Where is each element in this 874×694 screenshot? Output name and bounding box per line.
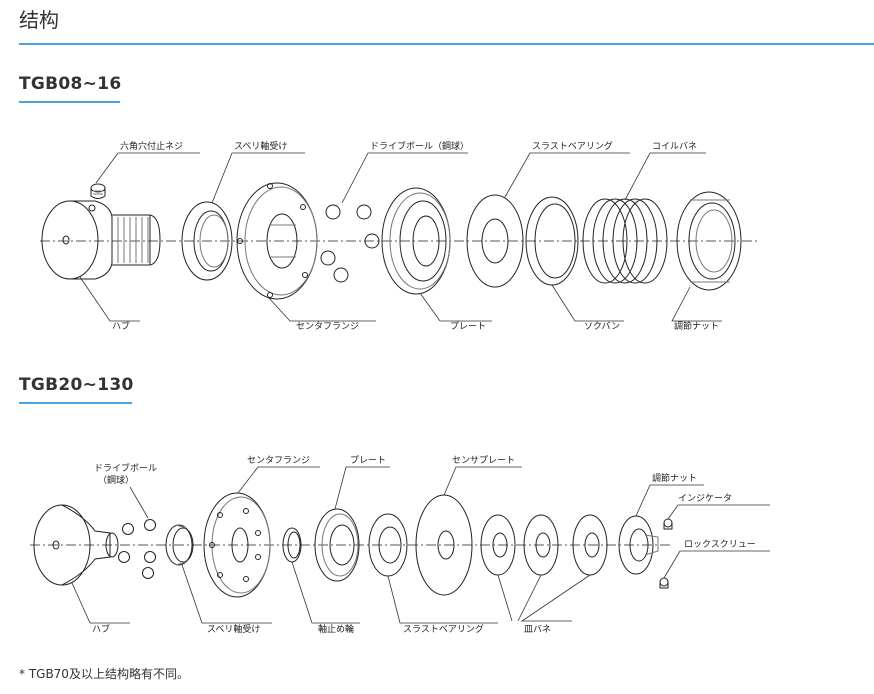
label-indicator: インジケータ bbox=[678, 493, 732, 504]
center-flange-part-2 bbox=[203, 492, 271, 598]
plate-part bbox=[381, 187, 451, 295]
plate-part-2 bbox=[314, 508, 360, 582]
section-heading-tgb08-16: TGB08~16 bbox=[19, 74, 122, 94]
footnote: * TGB70及以上结构略有不同。 bbox=[19, 667, 189, 681]
label-coil-spring: コイルバネ bbox=[652, 141, 697, 152]
indicator-part bbox=[663, 518, 673, 530]
label-center-flange: センタフランジ bbox=[296, 321, 359, 332]
lock-screw-part bbox=[659, 577, 669, 589]
label-drive-ball-1: ドライブボール bbox=[94, 462, 157, 474]
title-divider bbox=[19, 43, 874, 45]
label-slide-bearing: スベリ軸受け bbox=[234, 140, 287, 152]
label-hex-screw: 六角穴付止ネジ bbox=[120, 140, 183, 152]
label-thrust-bearing: スラストベアリング bbox=[532, 140, 613, 152]
label-drive-ball-2: （鋼球） bbox=[98, 474, 134, 486]
drive-balls-part bbox=[320, 204, 380, 283]
label-slide-bearing-2: スベリ軸受け bbox=[207, 623, 260, 635]
label-drive-ball: ドライブボール（鋼球） bbox=[370, 140, 469, 152]
label-center-flange-2: センタフランジ bbox=[247, 455, 310, 466]
label-adjust-nut: 調節ナット bbox=[674, 320, 719, 332]
label-hub-2: ハブ bbox=[92, 623, 110, 635]
drive-balls-part-2 bbox=[118, 519, 156, 579]
section-underline bbox=[19, 101, 120, 103]
structure-diagram-tgb08-16: 六角穴付止ネジ スベリ軸受け ドライブボール（鋼球） スラストベアリング コイル… bbox=[0, 125, 874, 345]
label-thrust-bearing-2: スラストベアリング bbox=[403, 623, 484, 635]
coil-spring-part bbox=[582, 198, 668, 284]
label-lock-screw: ロックスクリュー bbox=[684, 539, 756, 550]
hub-part-2 bbox=[33, 504, 119, 586]
section-heading-tgb20-130: TGB20~130 bbox=[19, 375, 134, 395]
label-adjust-nut-2: 調節ナット bbox=[652, 472, 697, 484]
label-sensor-plate: センサプレート bbox=[452, 455, 515, 466]
label-socket-washer: ソクバン bbox=[584, 321, 620, 332]
label-disc-spring: 皿バネ bbox=[524, 624, 551, 635]
label-plate: プレート bbox=[450, 321, 486, 332]
label-retaining-ring: 軸止め輪 bbox=[318, 623, 354, 635]
thrust-bearing-part bbox=[466, 194, 524, 288]
slide-bearing-part-2 bbox=[165, 524, 194, 566]
hub-part bbox=[41, 200, 161, 280]
slide-bearing-part bbox=[181, 201, 233, 281]
center-flange-part bbox=[236, 182, 318, 300]
hex-screw-part bbox=[90, 183, 106, 199]
page-title: 结构 bbox=[19, 8, 59, 32]
label-hub: ハブ bbox=[112, 320, 130, 332]
structure-diagram-tgb20-130: ドライブボール （鋼球） センタフランジ プレート センサプレート 調節ナット … bbox=[0, 445, 874, 645]
adjust-nut-part bbox=[676, 191, 742, 291]
label-plate-2: プレート bbox=[350, 455, 386, 466]
section-underline bbox=[19, 402, 132, 404]
